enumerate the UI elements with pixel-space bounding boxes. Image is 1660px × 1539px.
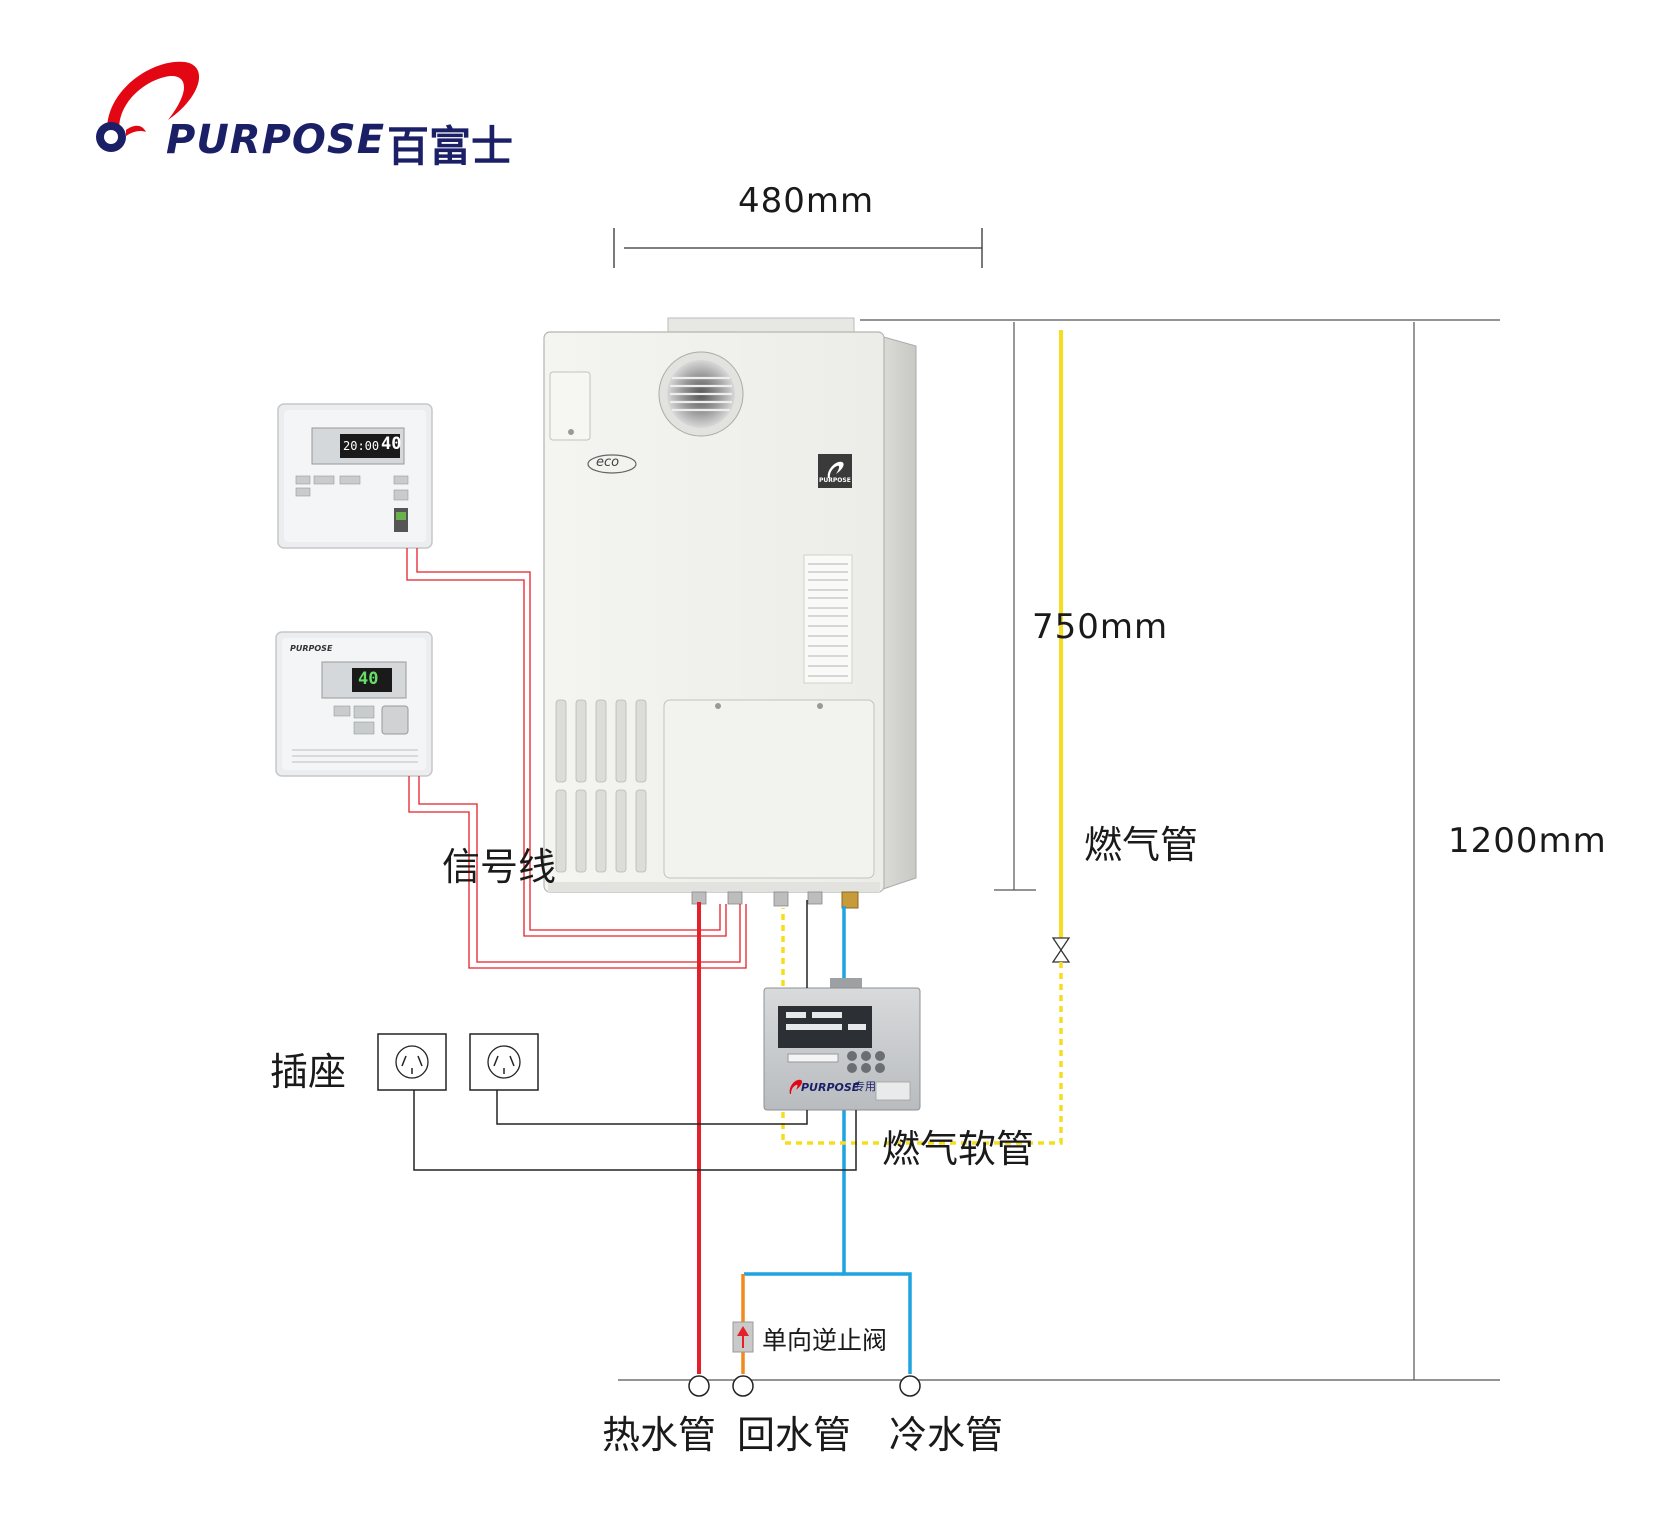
gas-pipe-label: 燃气管: [1084, 823, 1199, 867]
power-cables: [413, 900, 857, 1171]
install-height-label: 1200mm: [1448, 821, 1607, 861]
remote1-time-display: 20:00: [343, 439, 380, 453]
hot-water-pipe-label: 热水管: [602, 1413, 717, 1457]
remote2-brand: PURPOSE: [290, 644, 333, 653]
power-socket-left: [377, 1033, 447, 1091]
pipe-ends: [688, 1375, 921, 1397]
remote-controller-bath: [275, 631, 433, 777]
width-dimension-line: [613, 228, 983, 268]
signal-wire-label: 信号线: [442, 845, 557, 889]
check-valve-icon: [732, 1321, 754, 1353]
power-socket-right: [469, 1033, 539, 1091]
remote2-temp-display: 40: [358, 669, 379, 689]
remote1-temp-display: 40: [381, 434, 402, 454]
signal-wires: [406, 548, 747, 969]
pump-box-brand: PURPOSE: [801, 1081, 860, 1094]
cold-water-pipe: [744, 906, 912, 1374]
heater-badge-text: PURPOSE: [819, 477, 851, 484]
cold-water-pipe-label: 冷水管: [889, 1413, 1004, 1457]
pump-box-suffix: 专用: [854, 1080, 876, 1093]
height-dimension-lines: [618, 319, 1500, 1381]
brand-name: PURPOSE: [166, 117, 386, 163]
water-heater-unit: [543, 317, 917, 909]
circulation-pump-box: [763, 978, 921, 1111]
gas-hose-label: 燃气软管: [882, 1127, 1035, 1171]
socket-label: 插座: [270, 1050, 347, 1094]
heater-eco-label: eco: [596, 455, 620, 470]
brand-name-cn: 百富士: [387, 122, 514, 171]
brand-logo-mark: [96, 61, 200, 152]
unit-height-label: 750mm: [1032, 607, 1169, 647]
return-water-pipe-label: 回水管: [737, 1413, 852, 1457]
gas-pipe: [1051, 330, 1071, 963]
remote-controller-main: [277, 403, 433, 549]
check-valve-label: 单向逆止阀: [762, 1326, 888, 1355]
width-dimension-label: 480mm: [738, 181, 875, 221]
